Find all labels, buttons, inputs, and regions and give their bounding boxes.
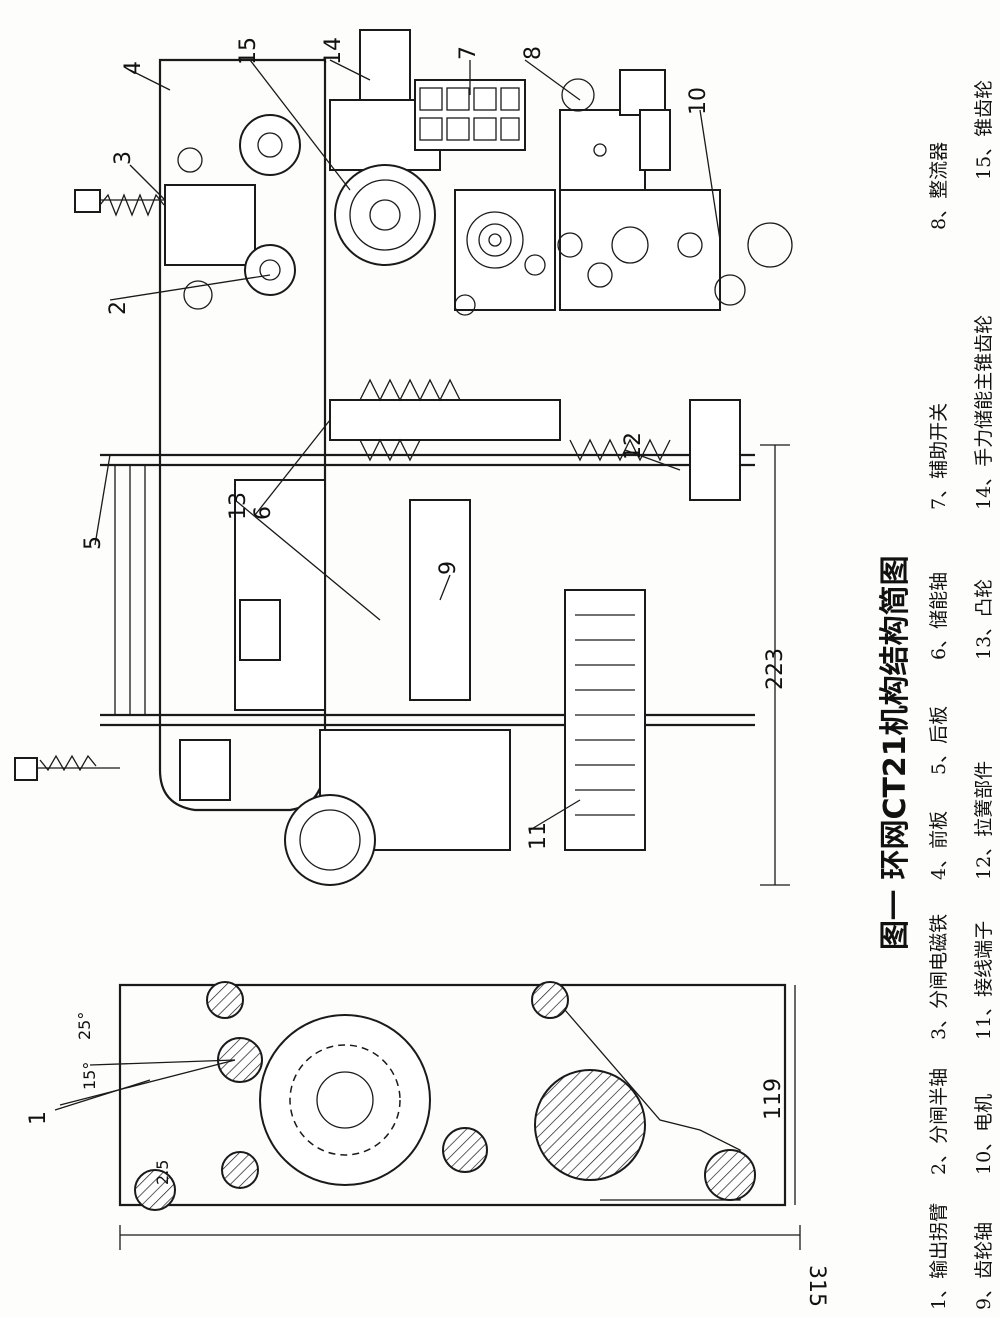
angle-15: 15° [80,1062,99,1090]
part-label: 7 [456,46,481,60]
part-label: 8 [521,46,546,60]
dimension-315: 315 [804,1265,829,1307]
section-view [59,981,801,1250]
legend-item: 5、后板 [928,706,950,775]
legend-item: 2、分闸半轴 [928,1068,950,1175]
legend-item: 11、接线端子 [973,921,995,1040]
part-numbers: 1 2 3 4 5 6 7 8 9 10 11 12 13 14 15 [26,37,711,1125]
legend-item: 8、整流器 [928,142,950,230]
part-label: 4 [121,61,146,75]
part-label: 11 [526,822,551,850]
legend-item: 9、齿轮轴 [973,1222,995,1310]
part-label: 10 [686,87,711,115]
angle-25: 25° [75,1012,94,1040]
part-label: 2 [106,301,131,315]
legend-item: 14、手力储能主锥齿轮 [973,315,995,510]
legend-item: 4、前板 [928,811,950,880]
dimension-119: 119 [761,1078,786,1120]
legend-item: 7、辅助开关 [928,403,950,510]
part-label: 12 [621,432,646,460]
legend-item: 13、凸轮 [973,579,995,660]
part-label: 6 [251,506,276,520]
figure-title: 图一 环网CT21机构结构简图 [878,555,913,950]
legend-item: 3、分闸电磁铁 [928,914,950,1040]
dimensions: 315 119 223 15° 25° 2.5 [75,648,829,1307]
part-label: 14 [321,37,346,65]
part-label: 5 [81,536,106,550]
part-label: 3 [111,151,136,165]
legend: 1、输出拐臂 2、分闸半轴 3、分闸电磁铁 4、前板 5、后板 6、储能轴 7、… [928,80,995,1310]
legend-item: 10、电机 [973,1094,995,1175]
part-label: 15 [236,37,261,65]
front-view [74,29,793,812]
legend-item: 12、拉簧部件 [973,761,995,880]
side-view [14,378,790,886]
leader-lines [54,59,721,1111]
legend-item: 1、输出拐臂 [928,1203,950,1310]
part-label: 13 [226,492,251,520]
part-label: 9 [436,561,461,575]
legend-item: 6、储能轴 [928,572,950,660]
dimension-223: 223 [763,648,788,690]
legend-item: 15、锥齿轮 [973,80,995,180]
gap-2-5: 2.5 [153,1160,172,1185]
part-label: 1 [26,1111,51,1125]
